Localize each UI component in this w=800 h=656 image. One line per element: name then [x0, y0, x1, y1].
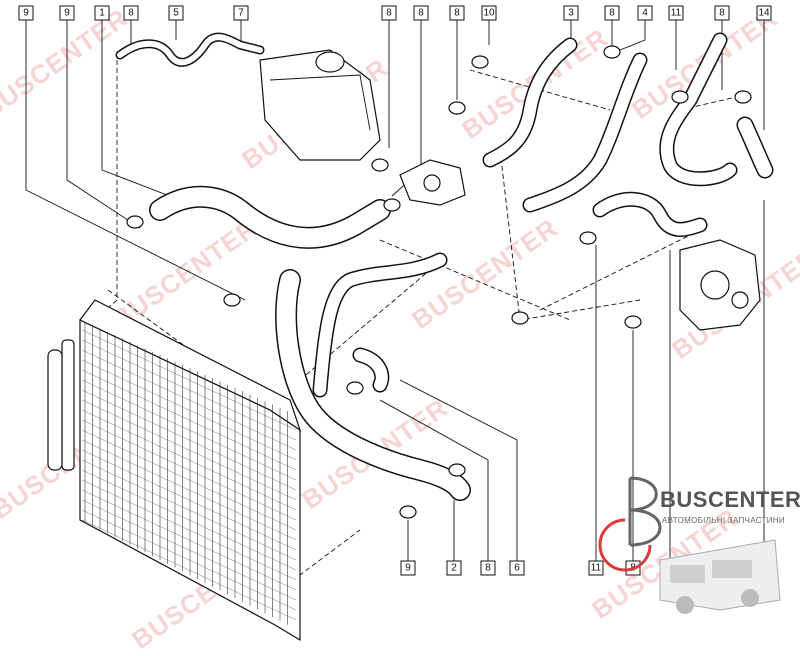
callout-number: 9	[23, 8, 29, 19]
callout-number: 9	[405, 563, 411, 574]
callout-label: 1	[94, 5, 110, 21]
hose-clamp	[448, 463, 466, 477]
callout-label: 6	[509, 560, 525, 576]
callout-number: 4	[642, 8, 648, 19]
callout-label: 10	[481, 5, 497, 21]
hoses	[115, 32, 774, 501]
callout-label: 2	[446, 560, 462, 576]
callout-number: 14	[758, 8, 770, 19]
callout-label: 11	[668, 5, 684, 21]
callout-number: 11	[671, 8, 682, 19]
callout-number: 3	[568, 8, 574, 19]
callout-label: 8	[413, 5, 429, 21]
hose-clamp	[603, 45, 621, 59]
clamps	[126, 45, 752, 519]
callout-number: 1	[99, 8, 105, 19]
hose-clamp	[579, 231, 597, 245]
thermostat-housing	[399, 159, 466, 206]
callout-number: 8	[454, 8, 460, 19]
tank-cap	[315, 51, 345, 73]
logo-mark	[598, 476, 781, 614]
callout-number: 8	[485, 563, 491, 574]
callout-label: 11	[588, 560, 604, 576]
radiator-side-tank	[61, 339, 75, 471]
logo-title: BUSCENTER	[660, 487, 800, 512]
hose-clamp	[624, 315, 642, 329]
callout-number: 6	[514, 563, 520, 574]
callout-label: 9	[400, 560, 416, 576]
callout-label: 8	[604, 5, 620, 21]
hose-clamp	[346, 381, 364, 395]
callout-label: 8	[123, 5, 139, 21]
callout-number: 10	[483, 8, 495, 19]
expansion-tank	[259, 49, 381, 161]
callout-number: 8	[609, 8, 615, 19]
callout-label: 14	[756, 5, 772, 21]
condenser-drier	[47, 349, 63, 471]
callout-label: 8	[480, 560, 496, 576]
water-pump	[679, 239, 761, 331]
leader-lines	[25, 20, 765, 562]
hose-clamp	[471, 55, 489, 69]
callout-number: 9	[64, 8, 70, 19]
callout-label: 4	[637, 5, 653, 21]
callout-label: 8	[449, 5, 465, 21]
callout-number: 7	[238, 8, 244, 19]
hose-clamp	[511, 311, 529, 325]
watermark-text: BUSCENTER	[106, 212, 263, 335]
callout-number: 8	[386, 8, 392, 19]
callout-number: 5	[173, 8, 179, 19]
callout-label: 9	[59, 5, 75, 21]
callout-label: 8	[714, 5, 730, 21]
callout-label: 5	[168, 5, 184, 21]
radiator	[47, 299, 302, 642]
watermark-text: BUSCENTER	[406, 212, 563, 335]
callout-label: 8	[381, 5, 397, 21]
callout-label: 9	[18, 5, 34, 21]
callout-number: 8	[128, 8, 134, 19]
hose-clamp	[223, 293, 241, 307]
callout-number: 2	[451, 563, 457, 574]
logo-subtitle: АВТОМОБІЛЬНІ ЗАПЧАСТИНИ	[662, 516, 785, 525]
callouts-top: 9 9 1 8 5 7 8 8 8 10 3 8 4 11 8 14	[18, 5, 772, 21]
radiator-fins	[81, 322, 297, 625]
hose-clamp	[448, 101, 466, 115]
callout-label: 3	[563, 5, 579, 21]
hose-clamp	[383, 198, 401, 212]
hose-clamp	[126, 215, 144, 229]
callout-number: 8	[418, 8, 424, 19]
hose-clamp	[399, 505, 417, 519]
callout-number: 11	[591, 563, 602, 574]
hose-clamp	[734, 90, 752, 104]
callout-number: 8	[719, 8, 725, 19]
hose-clamp	[371, 158, 389, 172]
callout-label: 7	[233, 5, 249, 21]
hose-clamp	[671, 90, 689, 104]
